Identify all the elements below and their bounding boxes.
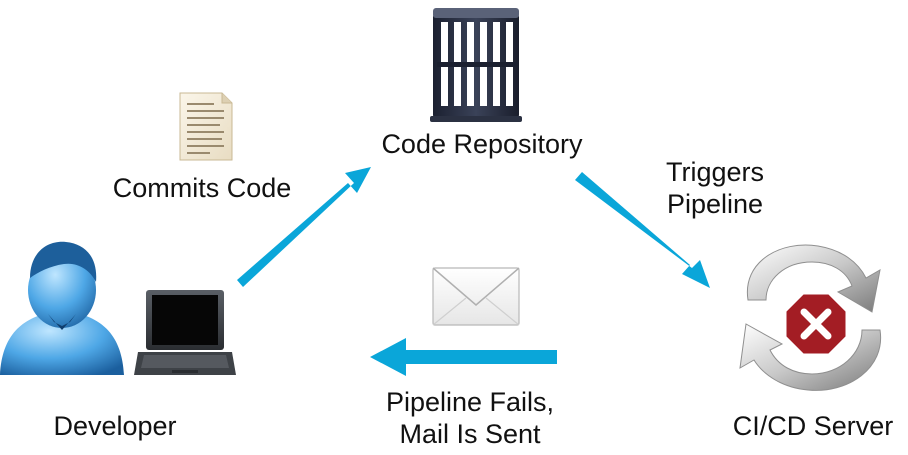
edge-label-trigger: Triggers Pipeline bbox=[640, 156, 790, 220]
refresh-cycle-icon bbox=[739, 244, 882, 391]
notify-arrow bbox=[370, 338, 557, 376]
envelope-icon bbox=[432, 267, 520, 326]
edge-label-trigger-line2: Pipeline bbox=[666, 189, 764, 219]
edge-label-notify-line2: Mail Is Sent bbox=[399, 419, 541, 449]
node-label-repository: Code Repository bbox=[381, 129, 583, 159]
edge-label-trigger-line1: Triggers bbox=[665, 157, 765, 187]
laptop-icon bbox=[134, 290, 236, 375]
node-label-developer: Developer bbox=[53, 411, 177, 441]
commit-arrow bbox=[237, 167, 371, 287]
node-label-ci-server: CI/CD Server bbox=[732, 411, 894, 441]
user-avatar-icon bbox=[0, 241, 124, 375]
document-icon bbox=[179, 92, 233, 161]
server-rack-icon bbox=[430, 8, 522, 122]
edge-label-commit: Commits Code bbox=[112, 173, 292, 203]
trigger-arrow bbox=[575, 172, 710, 288]
edge-label-notify: Pipeline Fails, Mail Is Sent bbox=[360, 386, 580, 450]
edge-label-notify-line1: Pipeline Fails, bbox=[385, 387, 555, 417]
fail-x-icon bbox=[783, 291, 849, 357]
